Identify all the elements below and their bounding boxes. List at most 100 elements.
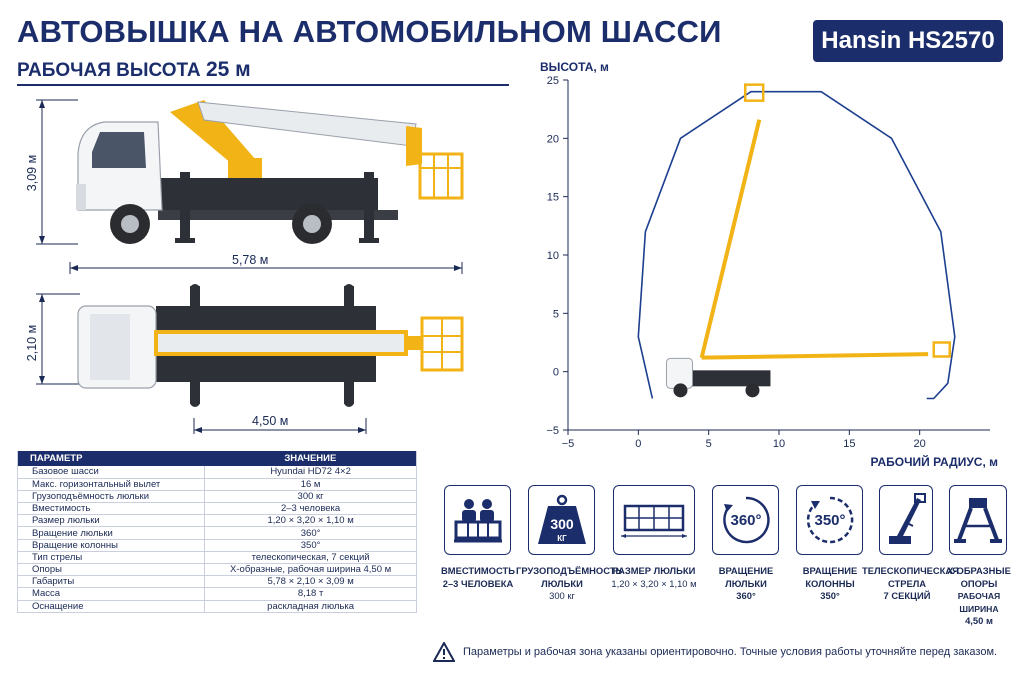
value-cell: 2–3 человека	[204, 502, 417, 516]
truck-top-view	[36, 284, 464, 434]
working-height-subtitle: РАБОЧАЯ ВЫСОТА 25 м	[17, 58, 251, 82]
value-cell: 300 кг	[204, 490, 417, 504]
chart-truck-wheel	[673, 383, 688, 398]
value-cell: раскладная люлька	[204, 600, 417, 613]
telescopic-boom-icon	[889, 493, 926, 544]
param-cell: Тип стрелы	[17, 551, 205, 565]
x-tick-label: 15	[843, 438, 855, 450]
height-dimension-label: 3,09 м	[25, 154, 39, 192]
caption-line: ВРАЩЕНИЕ	[802, 565, 858, 576]
model-badge: Hansin HS2570	[813, 20, 1003, 62]
caption-line: РАБОЧАЯ ШИРИНА	[957, 591, 1001, 614]
subtitle-value: 25 м	[205, 58, 251, 81]
caption-line: 7 СЕКЦИЙ	[883, 590, 931, 601]
value-cell: 16 м	[204, 478, 417, 491]
rotate-column-icon: 350°	[806, 496, 853, 544]
y-tick-label: 5	[553, 308, 559, 320]
value-cell: 350°	[204, 539, 417, 552]
param-cell: Размер люльки	[17, 514, 205, 528]
value-cell: телескопическая, 7 секций	[204, 551, 417, 565]
value-cell: X-образные, рабочая ширина 4,50 м	[204, 563, 417, 577]
rotate-basket-value: 360°	[730, 512, 761, 529]
param-cell: Масса	[17, 587, 205, 601]
basket-size-card	[613, 485, 695, 555]
col-value-header: ЗНАЧЕНИЕ	[204, 451, 417, 466]
param-cell: Оснащение	[17, 600, 205, 613]
chart-boom-vertical	[699, 119, 762, 359]
caption-line: 2–3 ЧЕЛОВЕКА	[442, 577, 514, 589]
caption-line: 300 кг	[549, 590, 575, 601]
rotate-basket-icon: 360°	[722, 496, 770, 544]
spec-table-header: ПАРАМЕТР ЗНАЧЕНИЕ	[17, 451, 417, 466]
y-tick-label: −5	[546, 425, 559, 437]
load-capacity-card: 300 КГ	[528, 485, 595, 555]
subtitle-divider	[17, 84, 509, 86]
disclaimer-note: Параметры и рабочая зона указаны ориенти…	[433, 642, 997, 662]
chart-truck-wheel	[745, 383, 760, 398]
caption-line: КОЛОННЫ	[805, 577, 855, 589]
value-cell: 360°	[204, 526, 417, 540]
y-tick-label: 0	[553, 367, 559, 379]
basket-rotation-caption: ВРАЩЕНИЕ ЛЮЛЬКИ 360°	[708, 565, 784, 603]
param-cell: Габариты	[17, 575, 205, 589]
param-cell: Вместимость	[17, 502, 205, 516]
y-axis-title: ВЫСОТА, м	[540, 60, 609, 74]
column-rotation-card: 350°	[796, 485, 863, 555]
caption-line: ВМЕСТИМОСТЬ	[441, 565, 515, 576]
x-tick-label: 0	[635, 438, 641, 450]
warning-icon	[433, 642, 455, 662]
chart-basket-side	[932, 341, 951, 358]
param-cell: Грузоподъёмность люльки	[17, 490, 205, 504]
outrigger-span-label: 4,50 м	[252, 414, 289, 428]
boom-type-card	[879, 485, 933, 555]
y-tick-label: 20	[547, 133, 559, 145]
y-tick-label: 15	[547, 192, 559, 204]
caption-line: ОПОРЫ	[960, 577, 998, 589]
basket-icon	[621, 504, 687, 538]
value-cell: Hyundai HD72 4×2	[204, 466, 417, 479]
working-zone-curve	[637, 90, 956, 400]
boom-type-caption: ТЕЛЕСКОПИЧЕСКАЯ СТРЕЛА 7 СЕКЦИЙ	[862, 565, 959, 603]
value-cell: 8,18 т	[204, 587, 417, 601]
x-tick-label: 5	[706, 438, 712, 450]
value-cell: 1,20 × 3,20 × 1,10 м	[204, 514, 417, 528]
weight-icon: 300 КГ	[537, 494, 586, 544]
people-icon	[453, 499, 502, 543]
capacity-card	[444, 485, 511, 555]
width-dimension-label: 2,10 м	[25, 324, 39, 362]
truck-side-view	[36, 99, 464, 274]
param-cell: Макс. горизонтальный вылет	[17, 478, 205, 491]
caption-line: 4,50 м	[965, 615, 993, 626]
weight-icon-value: 300	[550, 516, 574, 532]
caption-line: ВРАЩЕНИЕ	[718, 565, 774, 576]
param-cell: Вращение колонны	[17, 539, 205, 552]
y-tick-label: 10	[547, 250, 559, 262]
x-axis-title: РАБОЧИЙ РАДИУС, м	[871, 454, 999, 469]
caption-line: РАЗМЕР ЛЮЛЬКИ	[612, 565, 696, 576]
capacity-caption: ВМЕСТИМОСТЬ 2–3 ЧЕЛОВЕКА	[440, 565, 516, 590]
chart-basket-top	[743, 83, 765, 102]
caption-line: 350°	[820, 590, 840, 601]
x-tick-label: 20	[914, 438, 926, 450]
subtitle-label: РАБОЧАЯ ВЫСОТА	[17, 60, 201, 81]
basket-size-caption: РАЗМЕР ЛЮЛЬКИ 1,20 × 3,20 × 1,10 м	[606, 565, 702, 590]
y-tick-label: 25	[547, 75, 559, 87]
caption-line: X-ОБРАЗНЫЕ	[947, 565, 1011, 576]
length-dimension-label: 5,78 м	[232, 253, 269, 267]
disclaimer-text: Параметры и рабочая зона указаны ориенти…	[463, 646, 998, 658]
outriggers-card	[949, 485, 1007, 555]
param-cell: Вращение люльки	[17, 526, 205, 540]
caption-line: 360°	[736, 590, 756, 601]
